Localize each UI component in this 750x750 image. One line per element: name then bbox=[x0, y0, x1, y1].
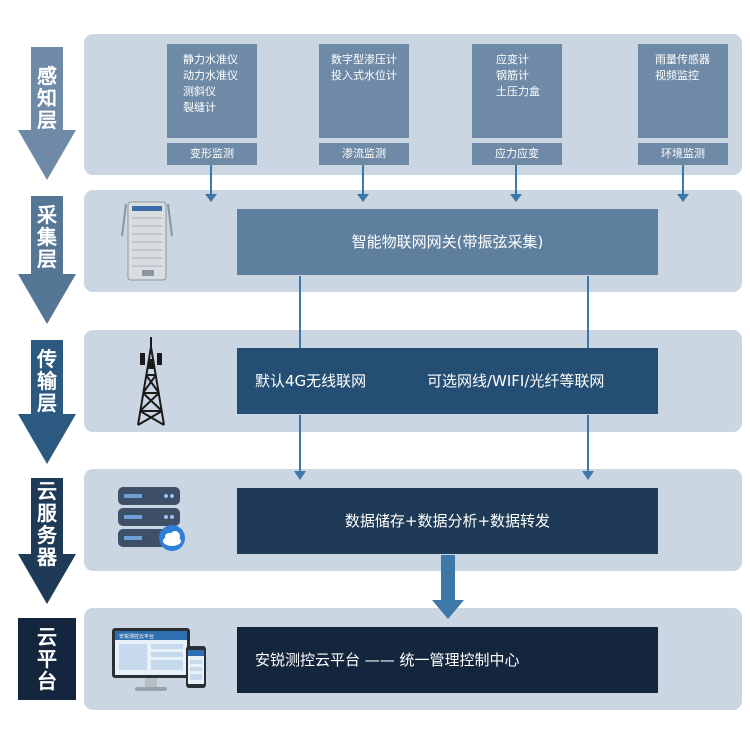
network-optional: 可选网线/WIFI/光纤等联网 bbox=[427, 372, 605, 390]
gateway-box: 智能物联网网关(带振弦采集) bbox=[237, 209, 658, 275]
category-deformation: 变形监测 bbox=[167, 143, 257, 165]
side-arrow-perception: 感知层 bbox=[18, 47, 76, 180]
layer-label-platform: 云平台 bbox=[37, 625, 57, 693]
sensor-group-deformation: 静力水准仪动力水准仪测斜仪裂缝计 bbox=[167, 44, 257, 138]
platform-devices-icon: 安锐测控云平台 bbox=[112, 628, 206, 691]
cloud-server-box: 数据储存+数据分析+数据转发 bbox=[237, 488, 658, 554]
server-stack-icon bbox=[118, 487, 185, 551]
platform-text: 安锐测控云平台 —— 统一管理控制中心 bbox=[255, 651, 520, 669]
sensor-group-environment: 雨量传感器视频监控 bbox=[638, 44, 728, 138]
side-arrow-platform: 云平台 bbox=[18, 618, 76, 700]
side-arrow-server: 云服务器 bbox=[18, 478, 76, 604]
sensor-group-seepage: 数字型渗压计投入式水位计 bbox=[319, 44, 409, 138]
platform-box: 安锐测控云平台 —— 统一管理控制中心 bbox=[237, 627, 658, 693]
layer-label-collection: 采集层 bbox=[37, 203, 57, 271]
category-stress: 应力应变 bbox=[472, 143, 562, 165]
category-environment: 环境监测 bbox=[638, 143, 728, 165]
sensor-group-stress: 应变计钢筋计土压力盒 bbox=[472, 44, 562, 138]
layer-label-transmission: 传输层 bbox=[37, 347, 57, 415]
screen-title-text: 安锐测控云平台 bbox=[119, 633, 154, 640]
network-default-4g: 默认4G无线联网 bbox=[255, 372, 367, 390]
layer-label-server: 云服务器 bbox=[37, 479, 57, 569]
layer-label-perception: 感知层 bbox=[37, 64, 57, 132]
network-box: 默认4G无线联网 可选网线/WIFI/光纤等联网 bbox=[237, 348, 658, 414]
category-seepage: 渗流监测 bbox=[319, 143, 409, 165]
gateway-device-icon bbox=[121, 201, 173, 281]
signal-tower-icon bbox=[137, 337, 165, 426]
side-arrow-collection: 采集层 bbox=[18, 196, 76, 324]
side-arrow-transmission: 传输层 bbox=[18, 340, 76, 464]
